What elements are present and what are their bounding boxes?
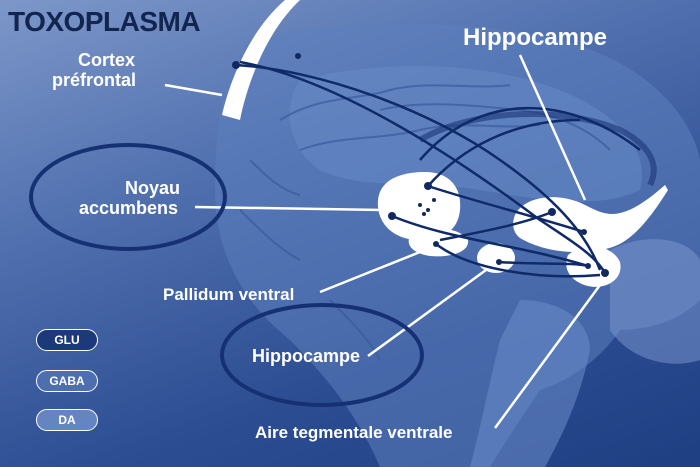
label-hippocampe-top: Hippocampe [463, 24, 608, 51]
label-cortex-line2: préfrontal [52, 70, 137, 91]
legend-badge-glu: GLU [36, 329, 98, 351]
legend-badge-gaba: GABA [36, 370, 98, 392]
legend-badge-da: DA [36, 409, 98, 431]
label-pallidum-ventral: Pallidum ventral [163, 285, 295, 304]
label-hippocampe-bottom: Hippocampe [252, 346, 361, 366]
label-cortex-line1: Cortex [78, 50, 136, 70]
page-title: TOXOPLASMA [8, 6, 201, 37]
cortex-band [222, 0, 300, 120]
label-aire-tegmentale-ventrale: Aire tegmentale ventrale [255, 423, 453, 442]
label-noyau-line1: Noyau [125, 178, 181, 198]
gyri-contours [239, 84, 611, 361]
label-noyau-line2: accumbens [79, 198, 179, 219]
cerebellum [610, 239, 700, 364]
brainstem [470, 300, 590, 467]
highlight-ellipse-noyau [29, 143, 227, 251]
brain-inner [289, 66, 642, 202]
pointer-lines [164, 54, 602, 429]
label-noyau-accumbens: Noyau accumbens [79, 178, 180, 218]
neural-pathways [235, 60, 641, 278]
label-cortex-prefrontal: Cortex préfrontal [52, 50, 136, 90]
highlight-ellipse-hippocampe [220, 303, 424, 407]
